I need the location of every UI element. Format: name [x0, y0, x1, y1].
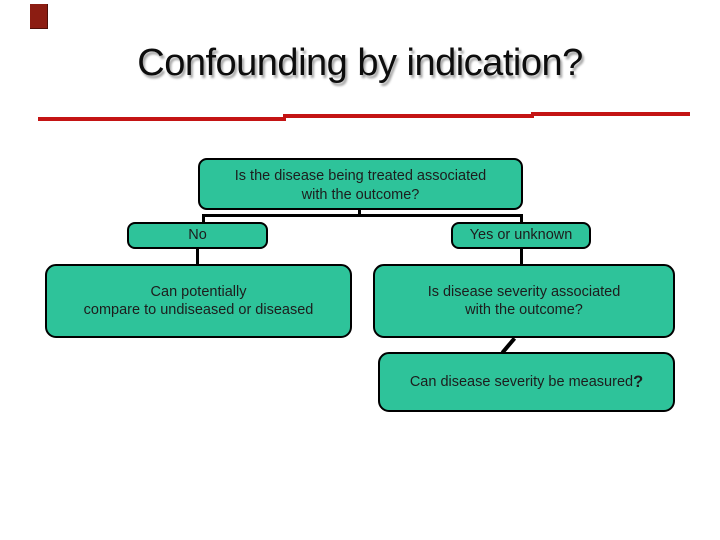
node-severity-question: Is disease severity associated with the … — [373, 264, 675, 338]
bold-question-mark: ? — [633, 372, 644, 391]
node-text-line: Is disease severity associated — [427, 283, 621, 300]
node-text-line: with the outcome? — [301, 186, 420, 203]
node-text-line: with the outcome? — [465, 302, 583, 318]
node-branch-no: No — [127, 222, 268, 249]
connector-yes-drop — [519, 248, 523, 266]
slide-title: Confounding by indication? — [137, 42, 583, 84]
connector-branch-drop-left — [201, 213, 205, 224]
connector-branch-drop-right — [519, 213, 523, 224]
node-no-outcome: Can potentially compare to undiseased or… — [45, 264, 352, 338]
connector-root-stub — [357, 209, 361, 215]
node-text-line: compare to undiseased or diseased — [83, 302, 314, 318]
node-text-line: Is the disease being treated associated — [234, 168, 487, 184]
node-root-question: Is the disease being treated associated … — [198, 158, 523, 210]
node-text-line: Can disease severity be measured — [409, 373, 634, 390]
connector-diagonal — [500, 336, 516, 354]
connector-no-drop — [196, 248, 199, 266]
title-underline-right — [531, 112, 690, 116]
node-text-line: No — [188, 227, 207, 243]
title-underline-mid — [283, 113, 534, 118]
node-text-line: Can potentially — [150, 283, 247, 300]
title-underline-left — [38, 116, 286, 121]
connector-branch-bar — [201, 213, 523, 217]
node-measure-question: Can disease severity be measured? — [378, 352, 675, 412]
node-text-line: Yes or unknown — [469, 227, 573, 243]
node-branch-yes: Yes or unknown — [451, 222, 591, 249]
corner-accent-rect — [30, 4, 48, 29]
